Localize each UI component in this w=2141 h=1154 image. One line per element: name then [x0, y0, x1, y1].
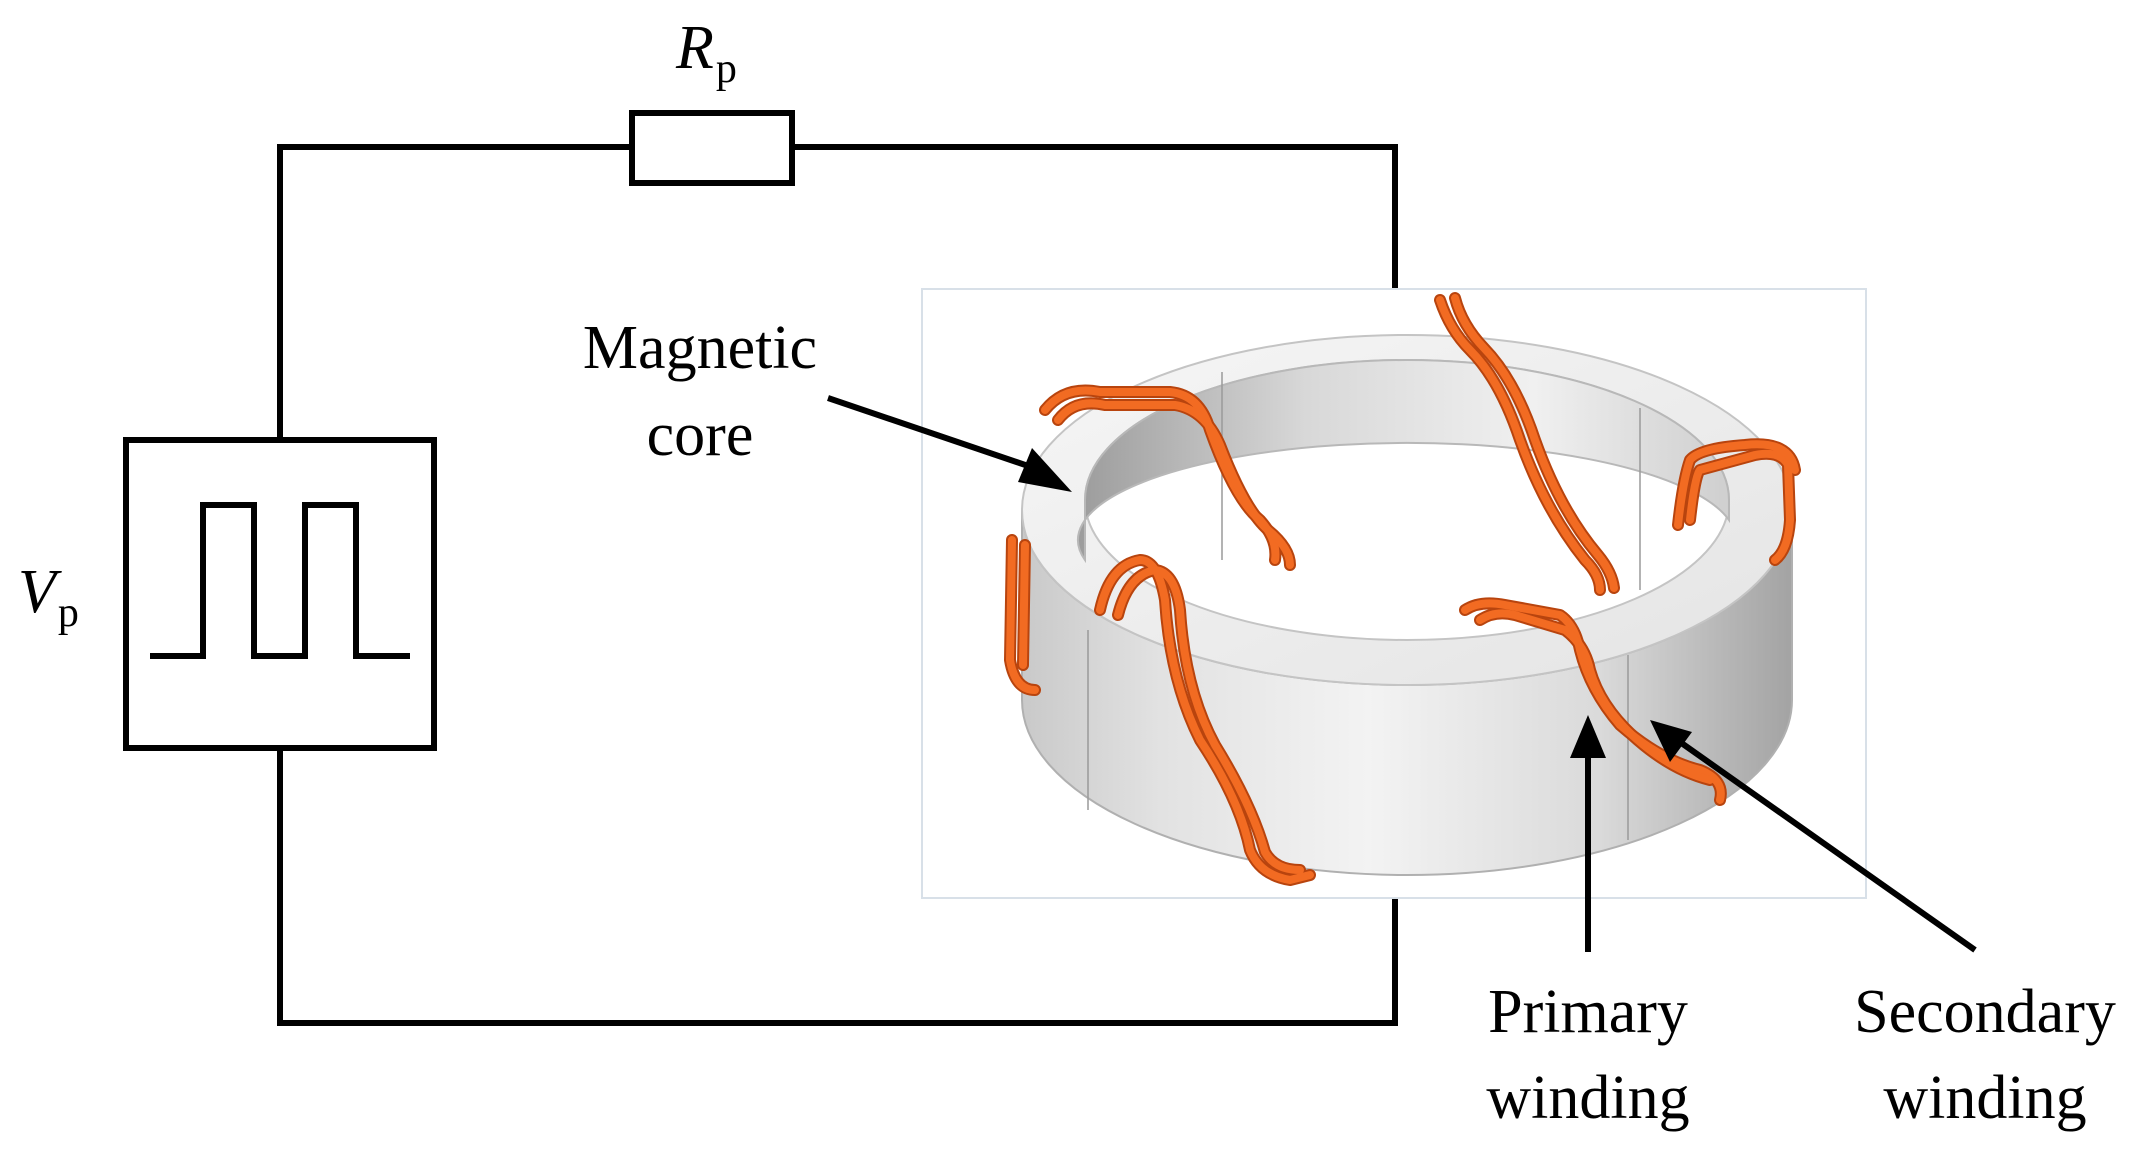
secondary-winding-label-line1: Secondary: [1854, 978, 2116, 1046]
resistor-label: Rp: [675, 14, 737, 92]
annotation-arrows: [827, 395, 1977, 953]
magnetic-core-label-line1: Magnetic: [583, 314, 817, 382]
primary-winding-label-line1: Primary: [1488, 978, 1688, 1046]
secondary-winding-label-line2: winding: [1883, 1064, 2086, 1132]
winding-back-top: [1436, 296, 1604, 594]
primary-winding-label-line2: winding: [1486, 1064, 1689, 1132]
core-inner-wall: [1077, 359, 1730, 564]
primary-arrowhead: [1570, 715, 1606, 758]
wire-top-left: [277, 144, 635, 443]
wire-bottom: [277, 745, 1398, 1026]
wire-top-right: [789, 144, 1398, 293]
core-arrow-shaft: [827, 395, 1041, 473]
square-pulse-waveform: [150, 502, 410, 659]
magnetic-core-label-line2: core: [647, 401, 754, 469]
core-arrowhead: [1018, 448, 1072, 492]
secondary-arrowhead: [1650, 720, 1692, 762]
winding-right: [1686, 449, 1794, 564]
toroidal-core: [1020, 334, 1794, 876]
winding-front-left: [1096, 556, 1314, 884]
square-pulse-source-symbol: [123, 437, 437, 751]
windings: [1004, 292, 1801, 886]
source-label: Vp: [18, 558, 79, 636]
resistor-symbol: [629, 110, 795, 186]
circuit-wires: [277, 144, 1398, 1026]
secondary-arrow-shaft: [1678, 739, 1977, 953]
